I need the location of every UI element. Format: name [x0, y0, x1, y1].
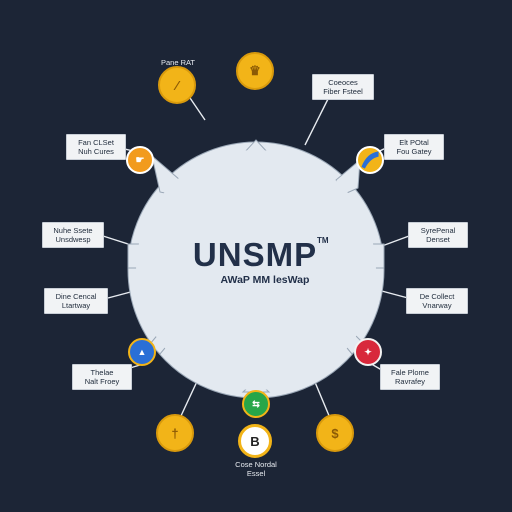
hub-title: UNSMP	[192, 236, 318, 273]
hand-coin-icon[interactable]: ☛	[126, 146, 154, 174]
hub-subtitle: AWaP MM lesWap	[220, 274, 310, 286]
slash-coin-icon[interactable]: ⁄	[158, 66, 196, 104]
node-left-bottom-line-1: Thelae	[90, 368, 114, 377]
node-left-upper-line-1: Fan CLSet	[78, 138, 114, 147]
node-left-middle-line-2: Unsdwesp	[55, 235, 91, 244]
dollar-glyph: $	[331, 425, 339, 441]
node-right-upper-line-1: Elt POtal	[399, 138, 429, 147]
node-right-lower-line-2: Vnarway	[422, 301, 452, 310]
connector-left-middle	[102, 235, 129, 245]
node-bottom-line-1: Cose Nordal	[235, 460, 277, 469]
node-right-upper-line-2: Fou Gatey	[396, 147, 432, 156]
connector-right-middle	[381, 235, 410, 247]
node-right-top-line-1: Coeoces	[328, 78, 358, 87]
node-left-lower-line-1: Dine Cencal	[55, 292, 97, 301]
node-left-upper-line-2: Nuh Cures	[78, 147, 114, 156]
slash-glyph: ⁄	[175, 77, 179, 93]
node-right-bottom-line-1: Fale Plome	[391, 368, 429, 377]
node-left-lower-line-2: Ltartway	[61, 301, 91, 310]
wave-glyph	[361, 151, 379, 169]
node-right-top-line-2: Fiber Fsteel	[323, 87, 363, 96]
dollar-coin-icon[interactable]: $	[316, 414, 354, 452]
node-right-middle-line-2: Denset	[426, 235, 450, 244]
swap-coin-icon[interactable]: ⇆	[242, 390, 270, 418]
node-top-left-line-1: Pane RAT	[160, 58, 196, 67]
chart-glyph: ▲	[137, 347, 147, 357]
dagger-coin-icon[interactable]: †	[156, 414, 194, 452]
node-left-middle-line-1: Nuhe Ssete	[53, 226, 93, 235]
node-right-bottom[interactable]: Fale Plome Ravrafey	[380, 364, 440, 390]
node-bottom: Cose Nordal Essel	[222, 460, 290, 478]
node-right-lower-line-1: De Collect	[419, 292, 455, 301]
node-left-upper[interactable]: Fan CLSet Nuh Cures	[66, 134, 126, 160]
node-left-lower[interactable]: Dine Cencal Ltartway	[44, 288, 108, 314]
node-right-upper[interactable]: Elt POtal Fou Gatey	[384, 134, 444, 160]
hub-trademark: TM	[317, 236, 329, 245]
node-right-middle-line-1: SyrePenal	[420, 226, 456, 235]
node-right-middle[interactable]: SyrePenal Denset	[408, 222, 468, 248]
bird-glyph: ✦	[364, 346, 372, 357]
crown-coin-icon[interactable]: ♛	[236, 52, 274, 90]
chart-coin-icon[interactable]: ▲	[128, 338, 156, 366]
crown-glyph: ♛	[249, 63, 261, 78]
node-right-bottom-line-2: Ravrafey	[394, 377, 425, 386]
connector-right-top	[304, 94, 331, 146]
badge-coin-icon[interactable]: B	[238, 424, 272, 458]
hand-glyph: ☛	[135, 154, 145, 166]
dagger-glyph: †	[171, 425, 179, 441]
node-bottom-line-2: Essel	[246, 469, 266, 478]
bird-coin-icon[interactable]: ✦	[354, 338, 382, 366]
badge-glyph: B	[250, 433, 260, 449]
node-right-top[interactable]: Coeoces Fiber Fsteel	[312, 74, 374, 100]
node-top-left: Pane RAT	[150, 58, 206, 67]
swap-glyph: ⇆	[252, 398, 260, 409]
node-left-bottom[interactable]: Thelae Nalt Froey	[72, 364, 132, 390]
connector-right-lower	[377, 289, 409, 299]
node-left-bottom-line-2: Nalt Froey	[84, 377, 120, 386]
node-left-middle[interactable]: Nuhe Ssete Unsdwesp	[42, 222, 104, 248]
connector-top-left	[187, 94, 206, 121]
node-right-lower[interactable]: De Collect Vnarway	[406, 288, 468, 314]
wave-coin-icon[interactable]	[356, 146, 384, 174]
